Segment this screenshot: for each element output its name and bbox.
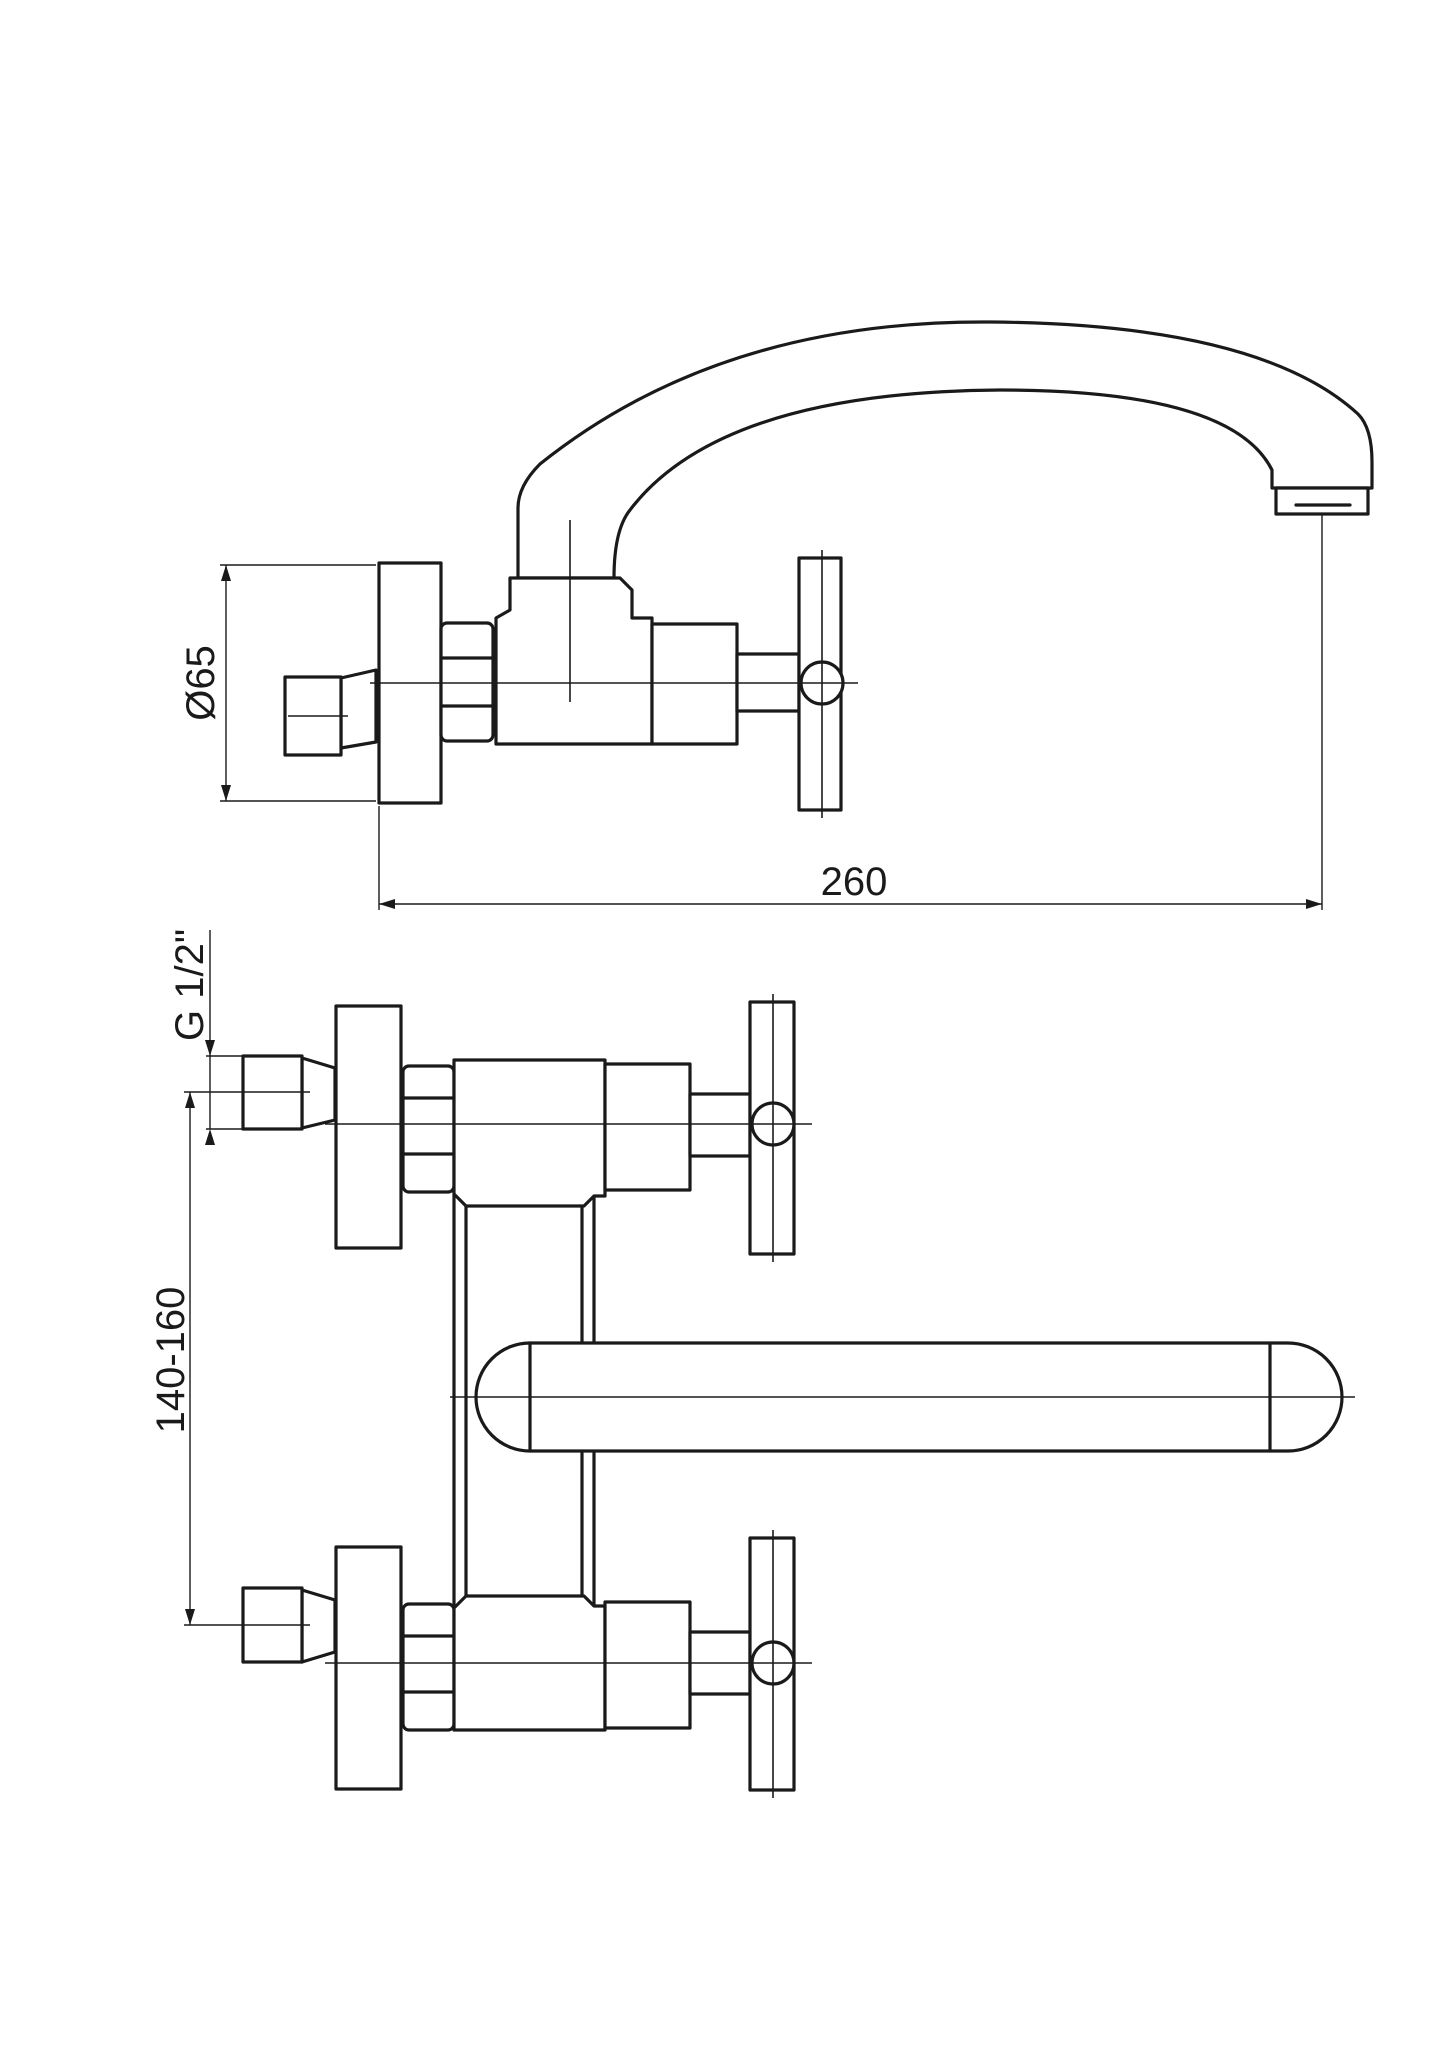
inlet-connector [339,668,378,750]
front-view [241,994,1355,1798]
flange-diameter-label: Ø65 [179,645,223,721]
riser-left [452,1178,468,1622]
upper-wall-flange [334,1004,403,1250]
dimension-center-distance: 140-160 [149,1091,250,1626]
valve-body [494,576,654,746]
upper-valve [241,994,812,1262]
center-distance-label: 140-160 [149,1287,193,1434]
lower-valve [241,1530,812,1798]
lower-valve-bonnet [603,1600,692,1730]
lower-wall-flange [334,1545,403,1791]
valve-bonnet [650,622,739,746]
upper-handle-stem [688,1092,752,1158]
hex-nut [439,621,495,743]
lower-hex-nut [401,1602,456,1732]
thread-size-label: G 1/2" [168,929,212,1041]
upper-hex-nut [401,1064,456,1194]
lower-inlet-connector [300,1588,337,1664]
upper-valve-body [452,1058,607,1208]
dimension-thread-size: G 1/2" [168,929,246,1145]
dimension-overall-length: 260 [378,514,1323,910]
overall-length-label: 260 [821,860,888,904]
spout-aerator [1274,486,1370,516]
side-view [283,320,1374,818]
dimension-flange-diameter: Ø65 [179,564,376,802]
upper-inlet-connector [300,1056,337,1130]
spout [516,320,1374,580]
upper-valve-bonnet [603,1062,692,1192]
